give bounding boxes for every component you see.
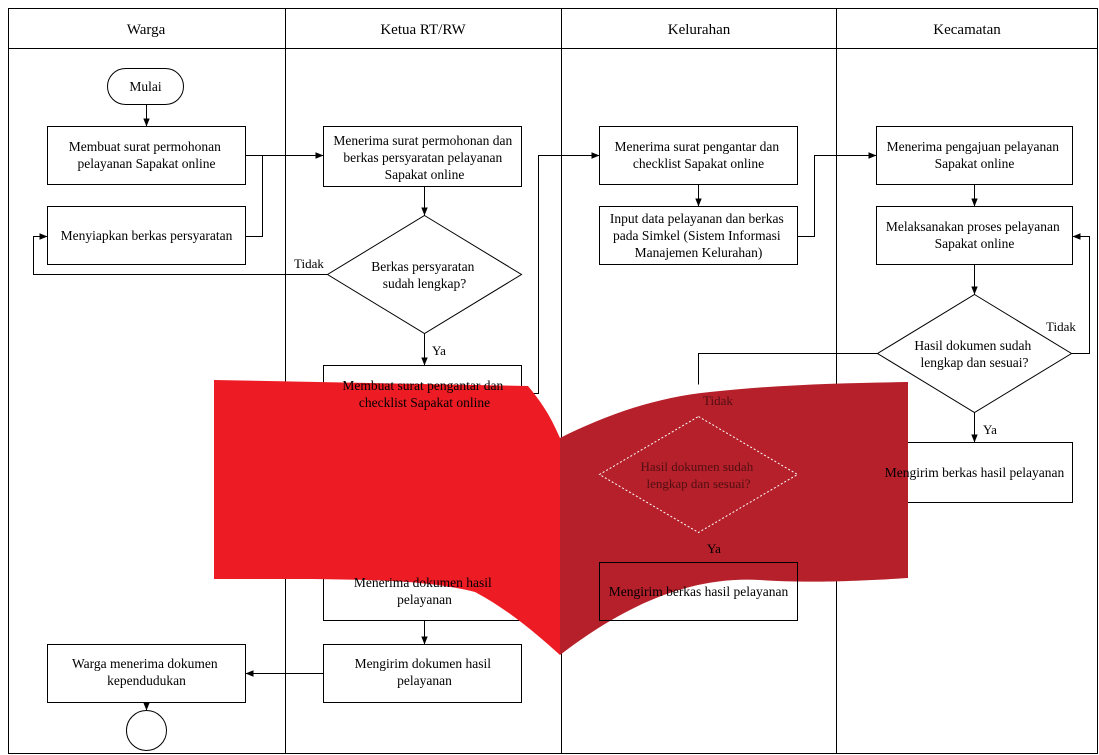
c-dec-text: Hasil dokumen sudah lengkap dan sesuai? [914,338,1034,370]
process-kecamatan-mengirim-berkas [876,442,1073,503]
k-dec-text: Hasil dokumen sudah lengkap dan sesuai? [641,459,757,491]
c2-text: Melaksanakan proses pelayanan Sapakat on… [886,219,1063,251]
edge-label-c-ya: Ya [983,422,997,437]
process-membuat-surat-permohonan [47,126,246,185]
edge-label-k-ya: Ya [707,541,721,556]
w1-text: Membuat surat permohonan pelayanan Sapak… [69,139,225,171]
lane-header-warga: Warga [127,22,166,38]
w3-text: Warga menerima dokumen kependudukan [72,656,221,688]
lane-header-ketua-rt-rw: Ketua RT/RW [380,22,466,38]
r2-text: Membuat surat pengantar dan checklist Sa… [342,378,506,410]
edge-label-r-tidak: Tidak [294,256,324,271]
process-menerima-surat-permohonan [323,126,522,187]
process-kelurahan-mengirim-berkas [599,562,798,621]
lane-header-kecamatan: Kecamatan [933,22,1001,38]
r3-text: Menerima dokumen hasil pelayanan [354,575,495,607]
decision-kelurahan-hasil-dokumen [598,415,799,534]
r4-text: Mengirim dokumen hasil pelayanan [355,656,495,688]
edge-label-r-ya: Ya [432,343,446,358]
start-terminator [107,68,184,105]
k3-text: Mengirim berkas hasil pelayanan [609,584,789,599]
end-terminator [126,710,167,751]
w2-text: Menyiapkan berkas persyaratan [61,228,233,243]
c1-text: Menerima pengajuan pelayanan Sapakat onl… [887,139,1063,171]
edge-label-c-tidak: Tidak [1046,319,1076,334]
k1-text: Menerima surat pengantar dan checklist S… [615,139,783,171]
r1-text: Menerima surat permohonan dan berkas per… [333,133,515,182]
decision-berkas-lengkap [326,214,523,335]
process-melaksanakan-proses [876,206,1073,265]
start-label: Mulai [129,79,161,94]
process-warga-menerima-dokumen [47,644,246,703]
red-overlay-right-page [560,382,908,655]
k2-text: Input data pelayanan dan berkas pada Sim… [610,211,787,260]
process-menerima-surat-pengantar [599,126,798,185]
c3-text: Mengirim berkas hasil pelayanan [885,465,1065,480]
edge-label-k-tidak: Tidak [703,393,733,408]
red-overlay-left-page [214,380,560,655]
process-menyiapkan-berkas [47,206,246,265]
process-mengirim-dokumen-hasil [323,644,522,703]
r-dec-text: Berkas persyaratan sudah lengkap? [371,259,477,291]
lane-header-kelurahan: Kelurahan [668,22,731,38]
